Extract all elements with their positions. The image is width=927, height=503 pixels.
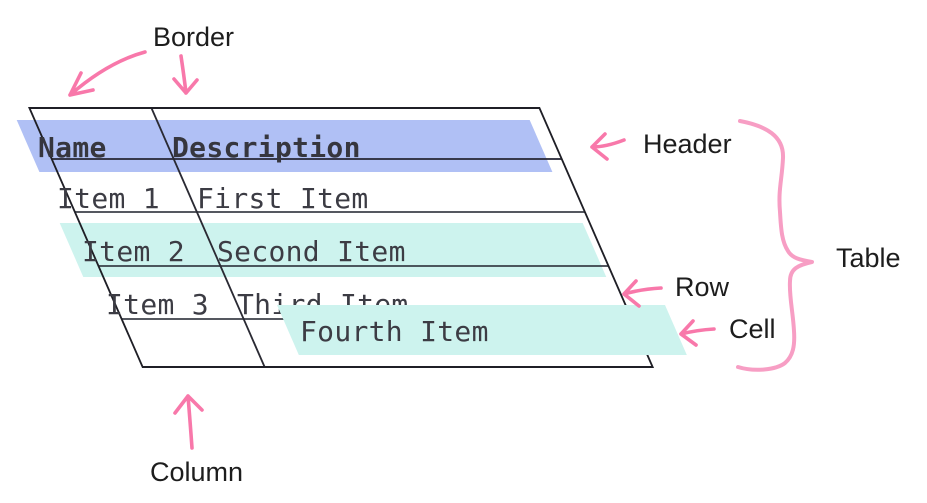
label-header: Header: [643, 129, 732, 159]
header-cell-name: Name: [38, 131, 107, 164]
header-cell-description: Description: [172, 131, 361, 164]
label-row: Row: [675, 272, 730, 302]
cell-row2-description: Second Item: [217, 235, 406, 268]
header-arrow-icon: [590, 132, 626, 161]
border-arrow-down-icon: [172, 54, 199, 95]
cell-row1-name: Item 1: [57, 182, 160, 215]
cell-row2-name: Item 2: [82, 235, 185, 268]
label-border: Border: [153, 22, 235, 52]
label-cell: Cell: [729, 314, 776, 344]
cell-row4-description: Fourth Item: [300, 315, 489, 348]
label-table: Table: [836, 243, 901, 273]
label-column: Column: [150, 457, 244, 487]
column-arrow-icon: [173, 394, 204, 450]
cell-row1-description: First Item: [197, 182, 369, 215]
row-arrow-icon: [622, 279, 663, 308]
border-arrow-left-icon: [68, 50, 147, 97]
cell-row3-name: Item 3: [106, 288, 209, 321]
cell-arrow-icon: [679, 319, 716, 347]
